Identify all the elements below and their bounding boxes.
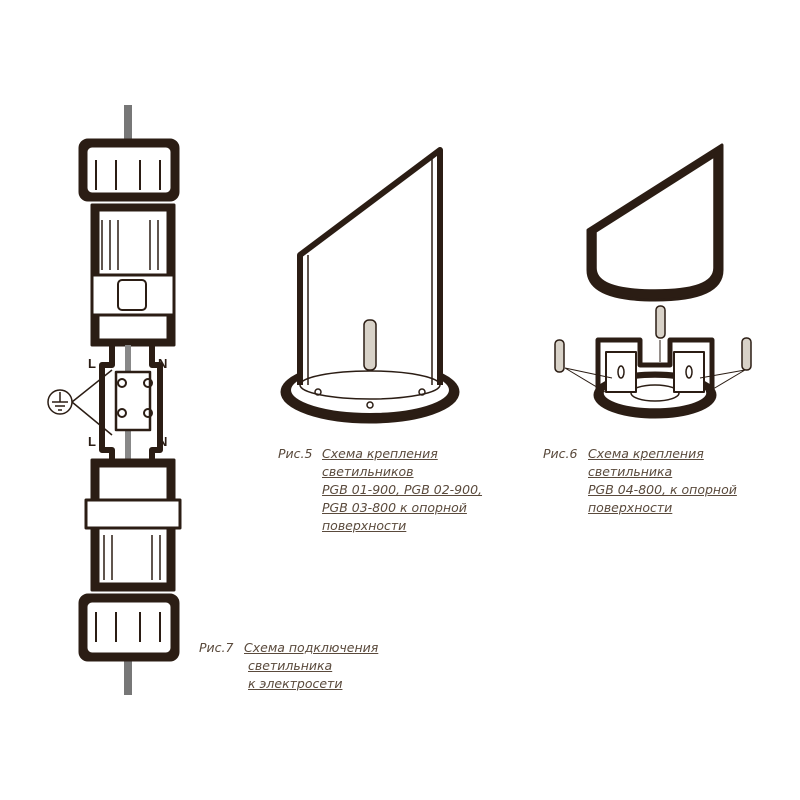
terminal-label-l-bottom: L [88, 434, 96, 449]
pole-mount-fig6 [554, 143, 752, 419]
caption-line: Схема крепления [322, 446, 438, 461]
pole-mount-fig5 [280, 147, 460, 424]
cable-connector-fig7 [78, 105, 182, 695]
anchor-bolt-icon [741, 337, 752, 371]
caption-line: PGB 01-900, PGB 02-900, [322, 482, 483, 497]
caption-line: PGB 04-800, к опорной [588, 482, 737, 497]
terminal-label-n-bottom: N [158, 434, 168, 449]
caption-line: светильника [588, 464, 673, 479]
caption-line: светильников [322, 464, 414, 479]
figure-number: Рис.7 [199, 640, 234, 655]
caption-line: PGB 03-800 к опорной [322, 500, 467, 515]
caption-line: к электросети [248, 676, 343, 691]
anchor-bolt-icon [363, 319, 377, 371]
figure-number: Рис.5 [278, 446, 313, 461]
caption-line: Схема крепления [588, 446, 704, 461]
figure-number: Рис.6 [543, 446, 578, 461]
anchor-bolt-icon [554, 339, 565, 373]
anchor-bolt-icon [655, 305, 666, 339]
caption-line: поверхности [322, 518, 407, 533]
terminal-label-l-top: L [88, 356, 96, 371]
terminal-label-n-top: N [158, 356, 168, 371]
caption-line: поверхности [588, 500, 673, 515]
caption-line: Схема подключения [244, 640, 379, 655]
ground-symbol-icon [47, 369, 113, 436]
caption-line: светильника [248, 658, 333, 673]
